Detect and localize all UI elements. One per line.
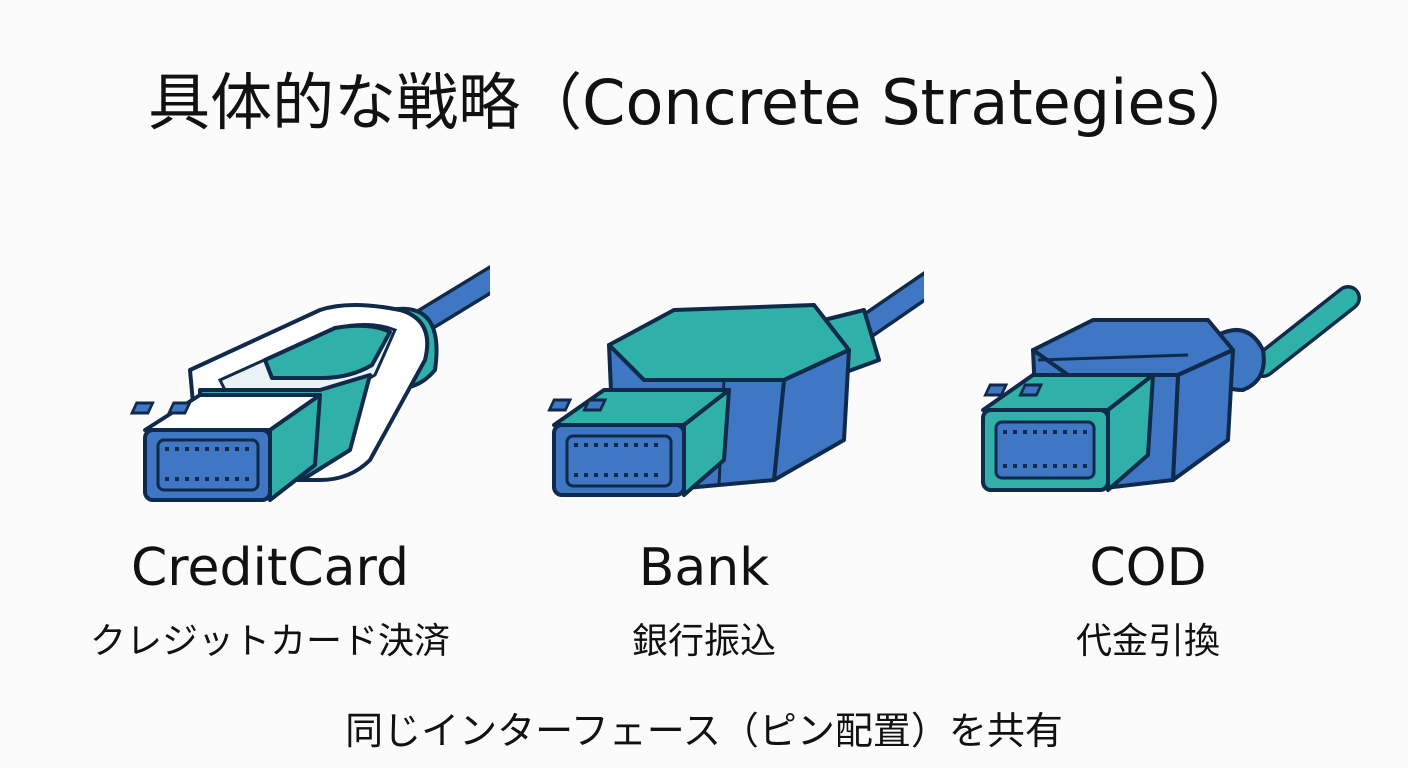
strategy-bank: Bank 銀行振込	[484, 250, 924, 670]
strategy-label-ja: 代金引換	[1075, 621, 1220, 662]
cod-connector-icon	[981, 285, 1361, 492]
shared-interface-caption: 同じインターフェース（ピン配置）を共有	[345, 709, 1063, 753]
strategy-label-ja: 銀行振込	[631, 621, 776, 662]
strategy-label-ja: クレジットカード決済	[89, 621, 450, 662]
creditcard-connector-icon	[129, 264, 490, 502]
strategy-name: Bank	[638, 538, 770, 598]
strategy-name: CreditCard	[130, 538, 410, 598]
strategy-cod: COD 代金引換	[928, 250, 1368, 670]
strategy-creditcard: CreditCard クレジットカード決済	[50, 250, 490, 670]
strategy-name: COD	[1089, 538, 1207, 598]
diagram-title: 具体的な戦略（Concrete Strategies）	[148, 66, 1260, 139]
bank-connector-icon	[547, 271, 924, 497]
